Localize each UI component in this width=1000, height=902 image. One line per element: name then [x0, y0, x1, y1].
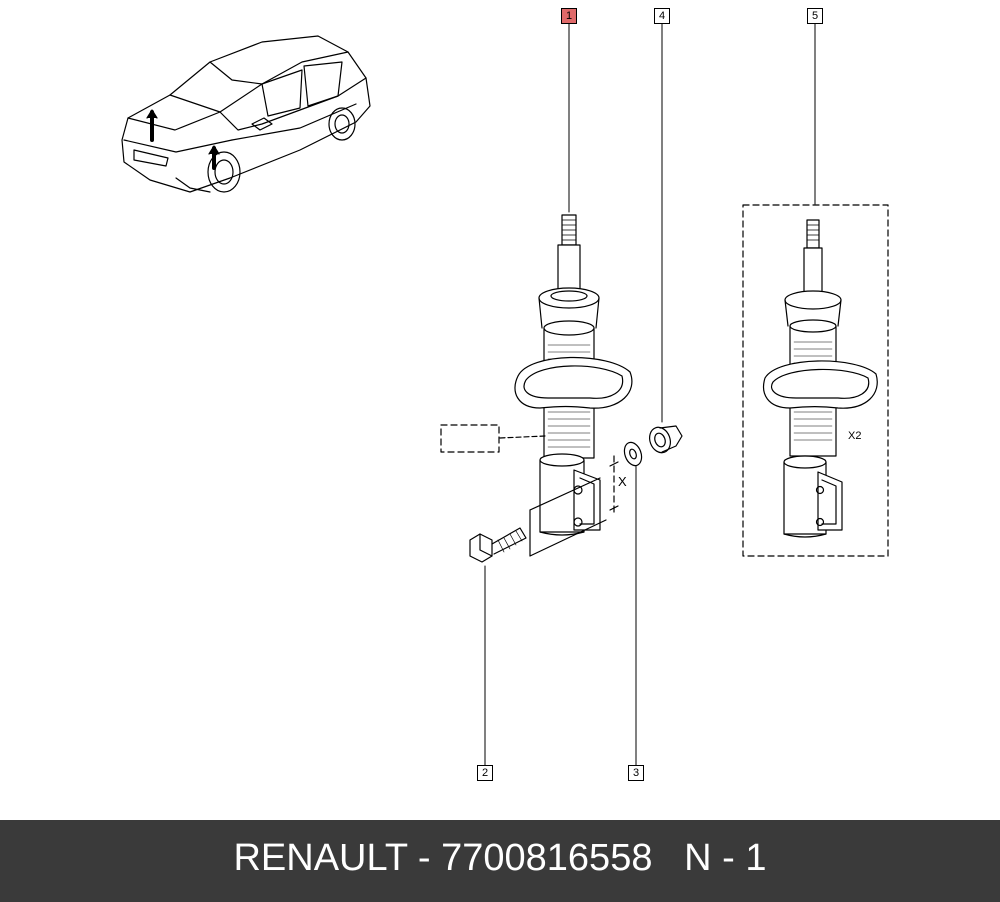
part-footer-bar: RENAULT - 7700816558 N - 1 — [0, 820, 1000, 902]
washer — [623, 441, 643, 467]
callout-3: 3 — [628, 765, 644, 781]
callout-1: 1 — [561, 8, 577, 24]
quantity-label: X2 — [848, 430, 862, 442]
exploded-parts-diagram: 1 4 5 2 3 X X2 — [121, 8, 889, 781]
flange-nut — [649, 425, 683, 454]
shock-absorber-kit — [742, 204, 889, 557]
shock-absorber-main — [514, 214, 633, 557]
car-illustration — [121, 35, 371, 193]
reference-box — [440, 424, 546, 453]
footer-note: N - 1 — [684, 837, 767, 879]
part-number: 7700816558 — [441, 837, 653, 879]
leader-lines — [484, 23, 816, 766]
footer-separator: - — [407, 837, 442, 879]
footer-gap — [652, 837, 684, 879]
callout-2: 2 — [477, 765, 493, 781]
brand-name: RENAULT — [233, 837, 408, 879]
callout-5: 5 — [807, 8, 823, 24]
dimension-x-label: X — [618, 474, 627, 489]
diagram-drawing — [121, 23, 889, 766]
bolt — [469, 527, 527, 563]
callout-4: 4 — [654, 8, 670, 24]
